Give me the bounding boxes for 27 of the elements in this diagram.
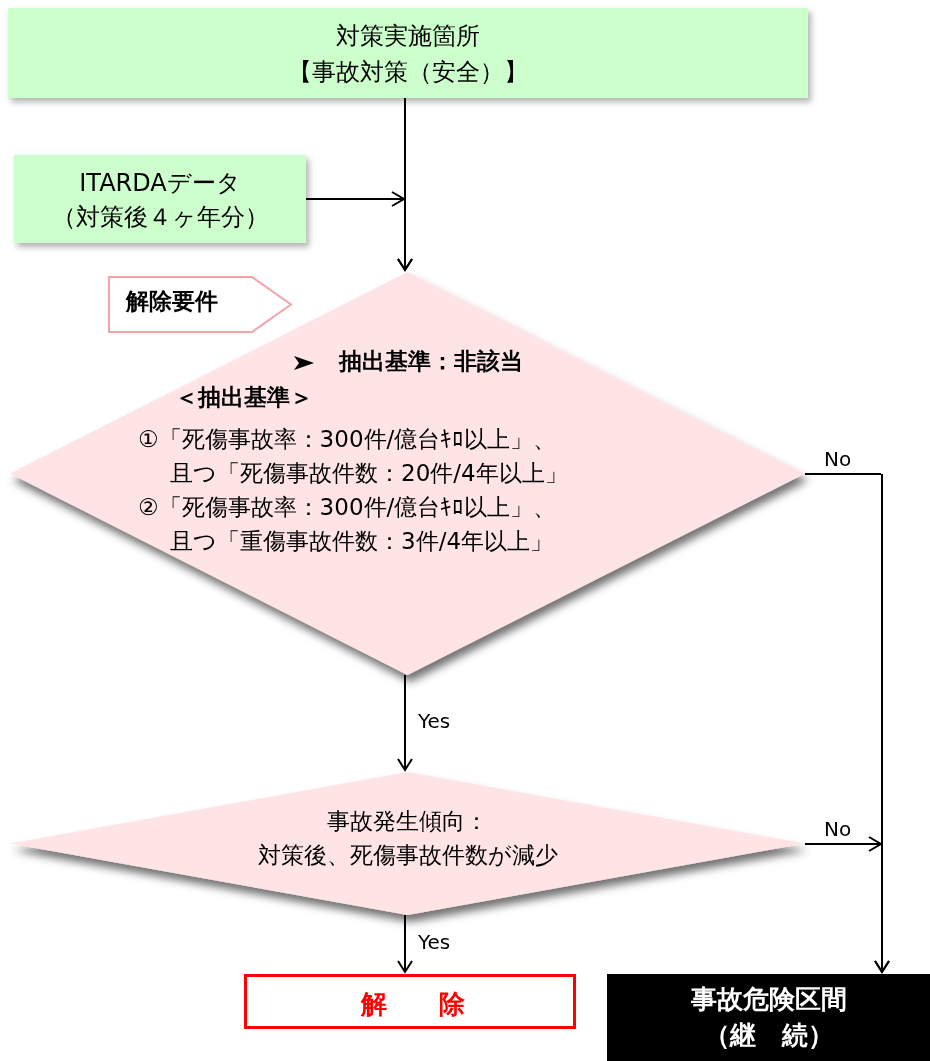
criterion-text: ＜抽出基準＞ bbox=[175, 384, 313, 412]
decision-diamond bbox=[10, 772, 805, 915]
box-label: （継 続） bbox=[702, 1020, 835, 1052]
box-label: 事故危険区間 bbox=[689, 984, 848, 1016]
arrow bbox=[305, 191, 413, 271]
criterion-text: 且つ「死傷事故件数：20件/4年以上」 bbox=[170, 460, 568, 488]
result-box bbox=[607, 974, 930, 1061]
data-box bbox=[14, 155, 306, 243]
result-box bbox=[244, 974, 576, 1029]
box-label: 解除要件 bbox=[126, 288, 218, 316]
criterion-text: 且つ「重傷事故件数：3件/4年以上」 bbox=[170, 528, 553, 556]
arrow bbox=[804, 836, 890, 973]
box-label: （対策後４ヶ年分） bbox=[50, 203, 270, 232]
arrow bbox=[397, 674, 413, 771]
criterion-text: ①「死傷事故率：300件/億台ｷﾛ以上」、 bbox=[138, 426, 557, 454]
box-label: 解 除 bbox=[359, 989, 466, 1021]
box-label: 【事故対策（安全）】 bbox=[287, 58, 529, 87]
box-label: 対策実施箇所 bbox=[335, 22, 481, 51]
criterion-text: 事故発生傾向： bbox=[326, 808, 489, 836]
criterion-text: ②「死傷事故率：300件/億台ｷﾛ以上」、 bbox=[138, 494, 557, 522]
criterion-text: 対策後、死傷事故件数が減少 bbox=[256, 842, 559, 870]
box-label: ITARDAデータ bbox=[78, 169, 242, 198]
decision-diamond bbox=[10, 272, 805, 675]
criterion-heading: 抽出基準：非該当 bbox=[338, 348, 523, 374]
arrow bbox=[397, 914, 413, 973]
process-box bbox=[8, 8, 808, 98]
tag-pentagon bbox=[108, 276, 292, 333]
